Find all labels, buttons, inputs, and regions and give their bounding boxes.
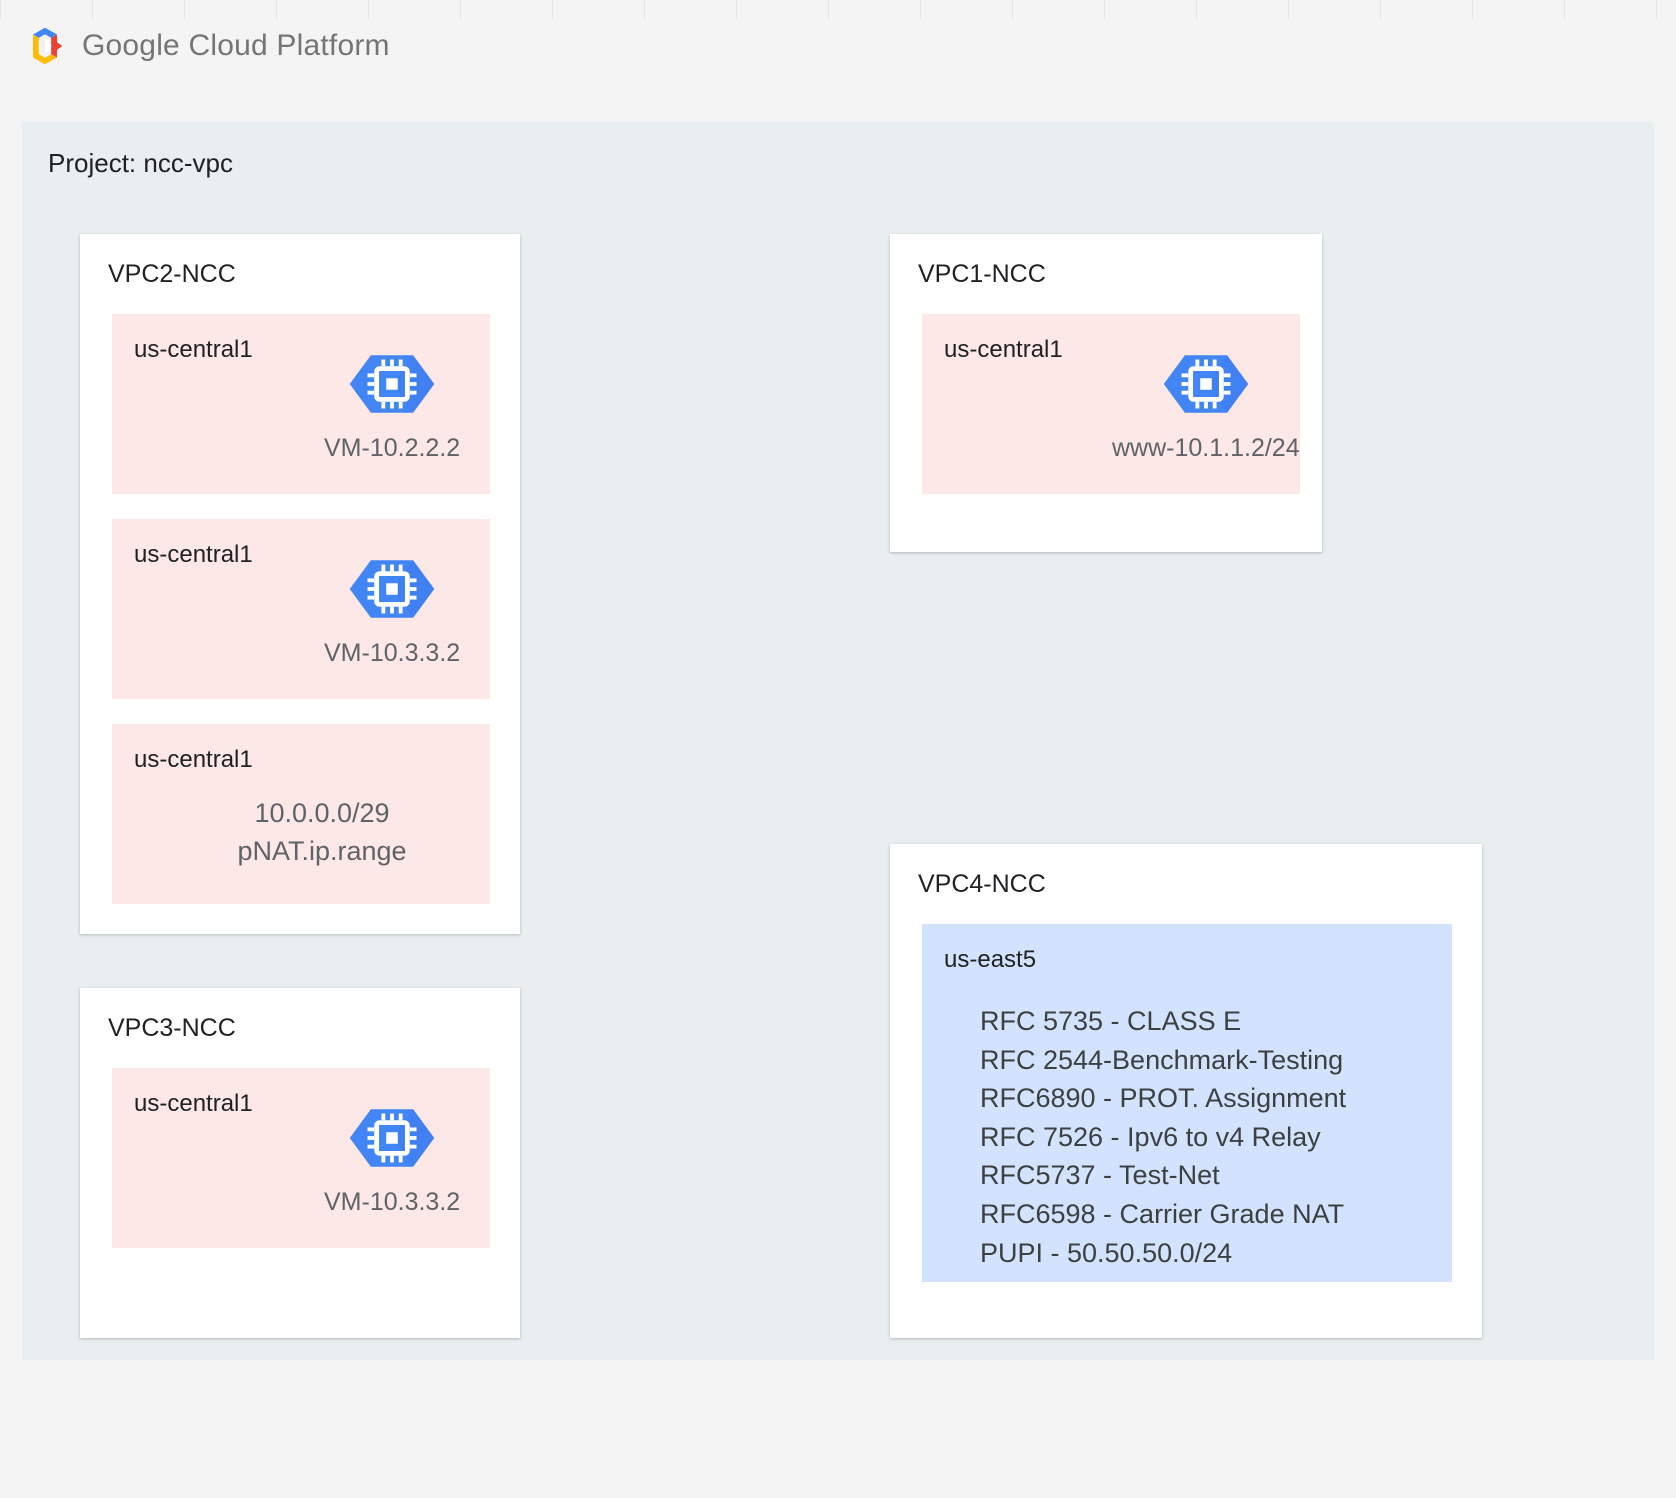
vpc-title: VPC1-NCC (918, 260, 1046, 288)
vm-unit[interactable]: www-10.1.1.2/24 (1112, 336, 1300, 463)
nat-range-name: pNAT.ip.range (237, 836, 407, 867)
vpc-title: VPC2-NCC (108, 260, 236, 288)
rfc-list-item: RFC5737 - Test-Net (980, 1160, 1220, 1191)
region-label: us-central1 (134, 336, 253, 363)
region-block-us-central1[interactable]: us-central1 10.0.0.0/29 pNAT.ip.range (112, 724, 490, 904)
compute-engine-vm-icon (1158, 336, 1254, 432)
rfc-list-item: RFC 2544-Benchmark-Testing (980, 1044, 1344, 1075)
region-block-us-central1[interactable]: us-central1 (922, 314, 1300, 494)
rfc-list-item: RFC 7526 - Ipv6 to v4 Relay (980, 1121, 1321, 1152)
vpc-card-vpc3-ncc[interactable]: VPC3-NCC us-central1 (80, 988, 520, 1338)
region-label: us-central1 (944, 336, 1063, 363)
region-label: us-central1 (134, 746, 253, 773)
background-grid (0, 0, 1676, 20)
region-label: us-east5 (944, 946, 1037, 973)
rfc-list: RFC 5735 - CLASS E RFC 2544-Benchmark-Te… (980, 1002, 1346, 1272)
vpc-card-vpc1-ncc[interactable]: VPC1-NCC us-central1 (890, 234, 1322, 552)
brand-title-google: Google (82, 29, 180, 62)
vm-caption: VM-10.3.3.2 (324, 1188, 461, 1216)
vpc-title: VPC4-NCC (918, 870, 1046, 898)
vpc-card-vpc2-ncc[interactable]: VPC2-NCC us-central1 (80, 234, 520, 934)
region-label: us-central1 (134, 541, 253, 568)
gcp-brand-header: Google Cloud Platform (22, 22, 390, 70)
region-block-us-east5[interactable]: us-east5 RFC 5735 - CLASS E RFC 2544-Ben… (922, 924, 1452, 1282)
rfc-list-item: PUPI - 50.50.50.0/24 (980, 1237, 1233, 1268)
region-block-us-central1[interactable]: us-central1 (112, 519, 490, 699)
vm-unit[interactable]: VM-10.3.3.2 (324, 1090, 460, 1217)
vm-unit[interactable]: VM-10.3.3.2 (324, 541, 460, 668)
region-block-us-central1[interactable]: us-central1 (112, 314, 490, 494)
rfc-list-item: RFC6890 - PROT. Assignment (980, 1083, 1347, 1114)
region-label: us-central1 (134, 1090, 253, 1117)
project-canvas: Project: ncc-vpc VPC2-NCC us-central1 (22, 122, 1654, 1360)
vpc-card-vpc4-ncc[interactable]: VPC4-NCC us-east5 RFC 5735 - CLASS E RFC… (890, 844, 1482, 1338)
brand-title-cloud-platform: Cloud Platform (188, 29, 390, 62)
brand-title: Google Cloud Platform (82, 29, 390, 63)
rfc-list-item: RFC 5735 - CLASS E (980, 1006, 1242, 1036)
nat-range-text: 10.0.0.0/29 pNAT.ip.range (172, 794, 472, 871)
google-cloud-platform-logo-icon (22, 23, 68, 69)
nat-range-cidr: 10.0.0.0/29 (254, 798, 390, 828)
vm-caption: VM-10.2.2.2 (324, 434, 461, 462)
vm-caption: VM-10.3.3.2 (324, 639, 461, 667)
vm-caption: www-10.1.1.2/24 (1112, 434, 1300, 462)
compute-engine-vm-icon (344, 336, 440, 432)
compute-engine-vm-icon (344, 541, 440, 637)
project-label: Project: ncc-vpc (48, 148, 233, 178)
vpc-title: VPC3-NCC (108, 1014, 236, 1042)
vm-unit[interactable]: VM-10.2.2.2 (324, 336, 460, 463)
rfc-list-item: RFC6598 - Carrier Grade NAT (980, 1199, 1345, 1230)
compute-engine-vm-icon (344, 1090, 440, 1186)
region-block-us-central1[interactable]: us-central1 (112, 1068, 490, 1248)
